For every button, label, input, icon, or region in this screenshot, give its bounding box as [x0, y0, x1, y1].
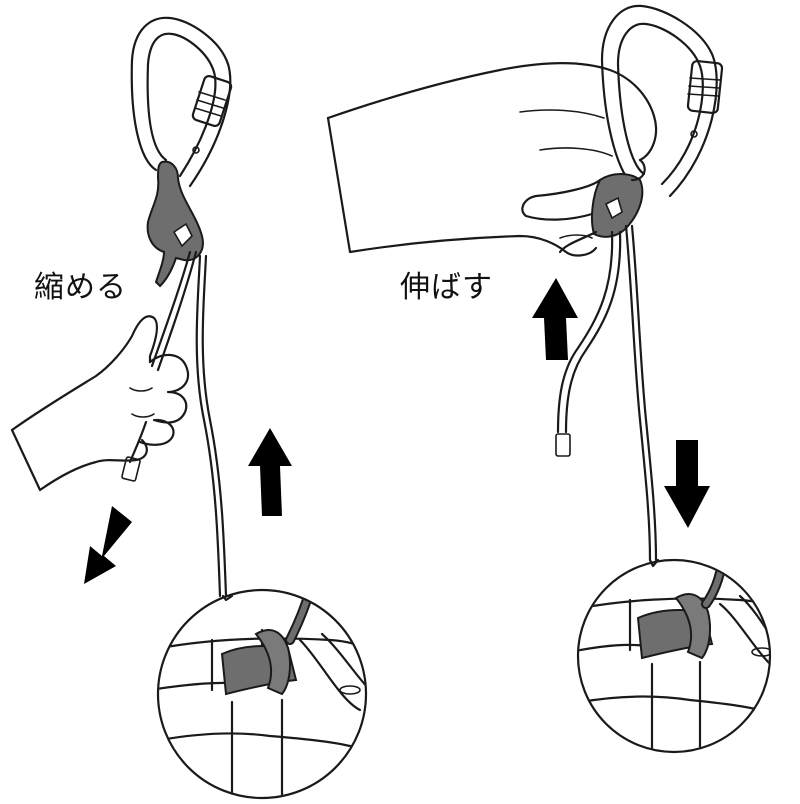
left-hand — [10, 315, 190, 492]
left-rope-up-arrow — [248, 428, 292, 516]
right-hand — [326, 62, 658, 257]
right-lanyard — [555, 224, 658, 562]
right-zoom-circle — [576, 558, 772, 754]
left-panel — [10, 16, 368, 800]
right-carabiner — [600, 4, 724, 198]
extend-label: 伸ばす — [400, 270, 493, 305]
left-lanyard — [121, 250, 228, 598]
right-adjuster-device — [591, 173, 644, 238]
right-pull-up-arrow — [532, 278, 578, 360]
left-zoom-circle — [156, 588, 368, 800]
left-carabiner-lock — [191, 74, 233, 128]
left-carabiner — [130, 16, 233, 188]
right-rope-down-arrow — [664, 440, 710, 528]
left-pull-arrow — [84, 506, 132, 584]
right-panel — [326, 4, 772, 754]
shorten-label: 縮める — [34, 270, 127, 305]
